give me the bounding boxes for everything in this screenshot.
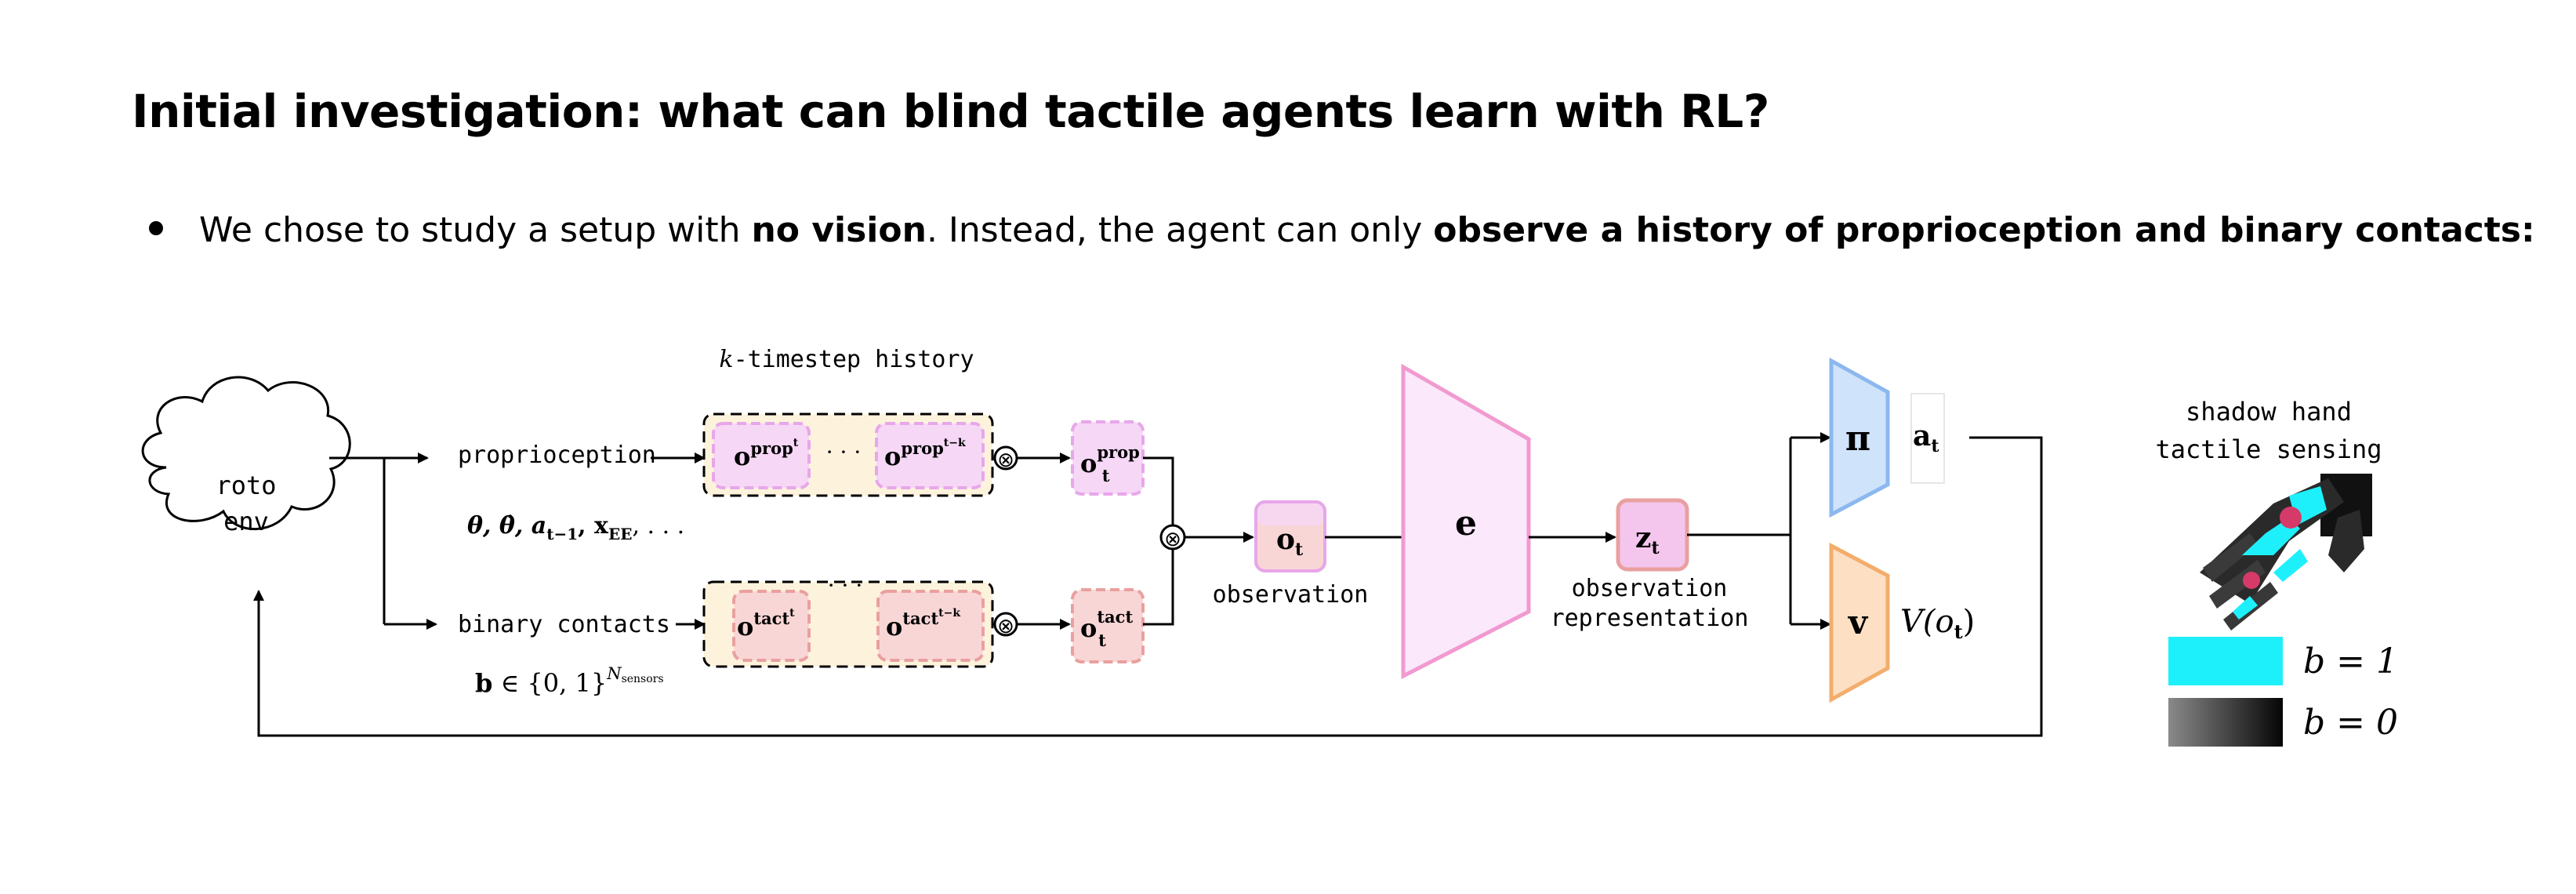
bullet-part1: We chose to study a setup with xyxy=(199,210,752,250)
env-output-arrows xyxy=(329,452,437,630)
legend-label-b0: b = 0 xyxy=(2303,703,2398,743)
tact-history-box: otactt · · · otactt−k xyxy=(702,572,994,668)
legend-swatch-b0 xyxy=(2168,698,2283,747)
tact-ellipsis: · · · xyxy=(828,572,863,598)
contact-legend: b = 1 b = 0 xyxy=(2168,637,2398,747)
z-symbol: zt xyxy=(1635,522,1660,558)
encoder-symbol: e xyxy=(1455,503,1477,543)
feedback-loop xyxy=(253,436,2043,737)
binary-contacts-label: binary contacts xyxy=(458,611,670,638)
representation-node: zt xyxy=(1616,498,1689,572)
prop-obs-t-k-label: opropt−k xyxy=(884,437,966,471)
bullet-text: We chose to study a setup with no vision… xyxy=(199,210,2535,250)
observation-node: ot xyxy=(1254,500,1326,572)
shadow-hand-image xyxy=(2200,474,2372,631)
proprioception-label: proprioception xyxy=(458,442,656,469)
bullet-dot-icon xyxy=(149,221,163,235)
cloud-shape xyxy=(141,376,351,530)
bullet-part2: . Instead, the agent can only xyxy=(926,210,1434,250)
merge-otimes-symbol: ⊗ xyxy=(1164,528,1181,551)
tact-obs-t-label: otactt xyxy=(737,607,795,641)
tact-obs-t-k-label: otactt−k xyxy=(886,607,960,641)
roto-env-cloud: roto env xyxy=(141,376,351,536)
env-label-line1: roto xyxy=(216,471,276,500)
shadow-label-line1: shadow hand xyxy=(2186,397,2352,427)
observation-symbol: ot xyxy=(1276,523,1304,560)
legend-swatch-b1 xyxy=(2168,637,2283,685)
policy-symbol: π xyxy=(1845,419,1870,459)
head-branch-lines xyxy=(1687,432,1831,630)
legend-label-b1: b = 1 xyxy=(2303,641,2398,681)
observation-label: observation xyxy=(1213,581,1369,609)
encoder-block: e xyxy=(1401,363,1531,680)
value-head: v xyxy=(1829,542,1890,703)
tact-otimes-symbol: ⊗ xyxy=(997,615,1014,638)
prop-otimes-symbol: ⊗ xyxy=(997,449,1014,472)
action-symbol: at xyxy=(1913,420,1939,456)
repr-label-line1: observation xyxy=(1572,575,1728,602)
action-output: at xyxy=(1910,393,1945,484)
prop-obs-t xyxy=(712,422,811,489)
bullet-point: We chose to study a setup with no vision… xyxy=(149,210,2535,250)
value-output: V(ot) xyxy=(1900,604,1975,643)
proprioception-variables: θ, θ̇, at−1, xEE, . . . xyxy=(467,512,684,543)
history-label: k-timestep history xyxy=(719,346,974,373)
policy-head: π xyxy=(1829,357,1890,518)
contacts-math: b ∈ {0, 1}Nsensors xyxy=(475,664,664,698)
shadow-label-line2: tactile sensing xyxy=(2156,434,2382,464)
repr-label-line2: representation xyxy=(1551,605,1749,632)
tact-obs-t xyxy=(732,590,811,662)
value-symbol: v xyxy=(1848,603,1869,641)
env-label-line2: env xyxy=(223,507,269,536)
prop-obs-t-k xyxy=(875,422,985,489)
tact-obs-t-k xyxy=(876,590,985,662)
slide-title: Initial investigation: what can blind ta… xyxy=(132,85,1769,138)
bullet-bold-observe: observe a history of proprioception and … xyxy=(1433,210,2535,250)
bullet-bold-no-vision: no vision xyxy=(751,210,927,250)
prop-obs-t-label: opropt xyxy=(734,437,799,471)
prop-ellipsis: · · · xyxy=(826,439,862,465)
merge-lines xyxy=(1143,456,1174,626)
prop-history-box: opropt · · · opropt−k xyxy=(702,412,994,497)
